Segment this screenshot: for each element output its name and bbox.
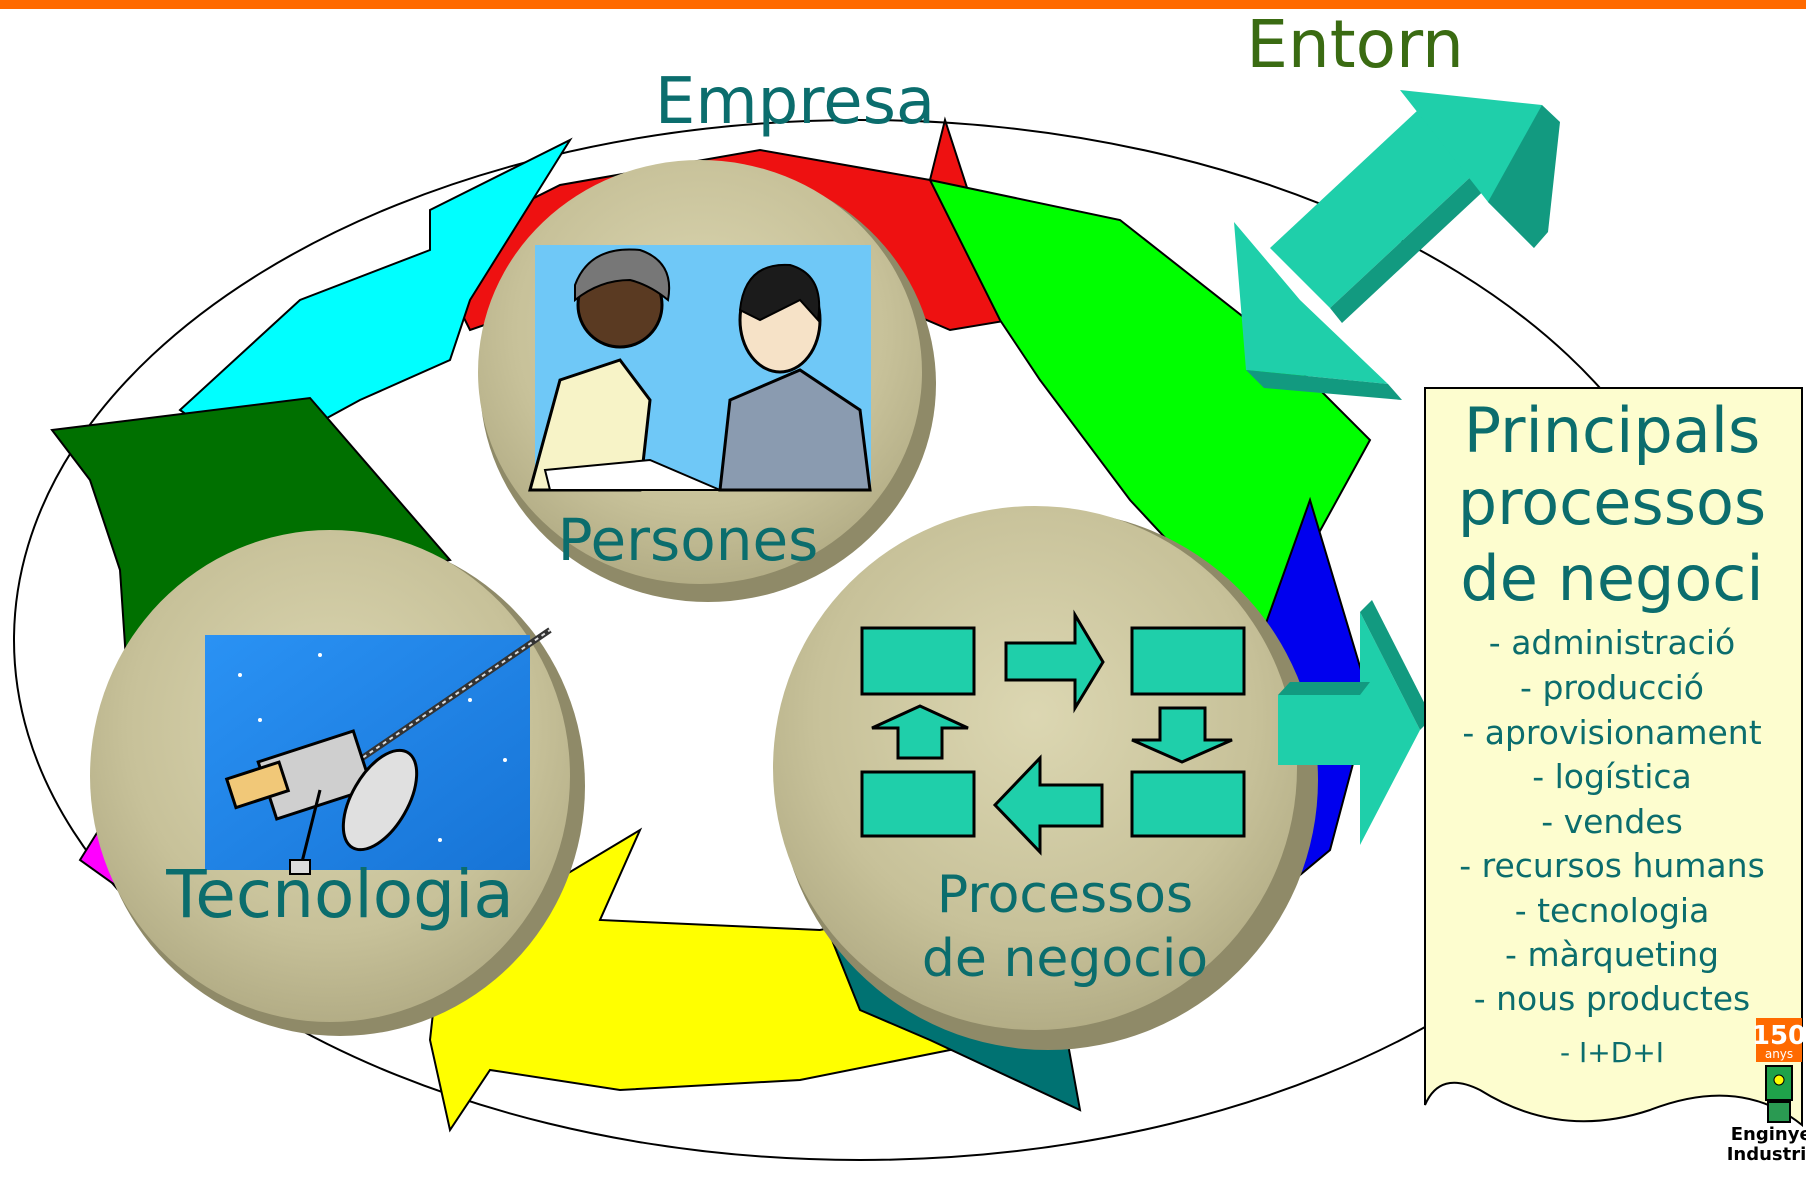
logo-text-3: Enginyers [1731, 1124, 1806, 1145]
right-arrow-icon [1278, 600, 1432, 845]
process-box [860, 626, 976, 696]
logo-text-2: anys [1765, 1047, 1793, 1061]
list-item: - màrqueting [1505, 935, 1719, 974]
process-box [1130, 770, 1246, 838]
people-disc: Persones [478, 160, 936, 602]
list-item: - vendes [1541, 802, 1683, 841]
panel-title-line3: de negoci [1460, 542, 1763, 615]
list-item: - logística [1532, 757, 1692, 796]
environment-label: Entorn [1246, 6, 1464, 83]
meeting-people-clipart [528, 245, 872, 492]
panel-shape [1424, 387, 1803, 1128]
process-flow-clipart [860, 609, 1246, 856]
logo-icon: 150 anys Enginyers Industrials [1727, 1018, 1806, 1165]
list-item: - administració [1489, 623, 1735, 662]
list-item: - producció [1520, 668, 1704, 707]
processes-panel: Principals processos de negoci - adminis… [1424, 387, 1803, 1128]
flow-arrow-right [1004, 609, 1105, 714]
double-arrow-icon [1234, 90, 1560, 400]
logo-text-4: Industrials [1727, 1144, 1806, 1165]
flow-arrow-left [992, 754, 1104, 856]
logo-text-1: 150 [1752, 1021, 1806, 1051]
process-box [860, 770, 976, 838]
process-box [1130, 626, 1246, 696]
flow-arrow-down [1131, 706, 1233, 764]
flow-arrow-up [871, 704, 969, 760]
panel-list: - administració - producció - aprovision… [1459, 623, 1765, 1069]
list-item: - tecnologia [1515, 891, 1710, 930]
processes-label-line2: de negocio [922, 929, 1208, 989]
panel-title-line2: processos [1458, 466, 1767, 539]
top-bar [0, 0, 1806, 9]
list-item: - I+D+I [1560, 1036, 1664, 1069]
panel-title-line1: Principals [1464, 394, 1761, 467]
people-label: Persones [558, 506, 819, 574]
list-item: - nous productes [1474, 979, 1751, 1018]
satellite-clipart [205, 627, 552, 875]
list-item: - recursos humans [1459, 846, 1765, 885]
processes-label-line1: Processos [937, 865, 1193, 925]
technology-disc: Tecnologia [90, 530, 585, 1036]
list-item: - aprovisionament [1462, 713, 1761, 752]
processes-disc: Processos de negocio [773, 506, 1318, 1050]
technology-label: Tecnologia [165, 856, 514, 933]
company-label: Empresa [655, 65, 935, 139]
